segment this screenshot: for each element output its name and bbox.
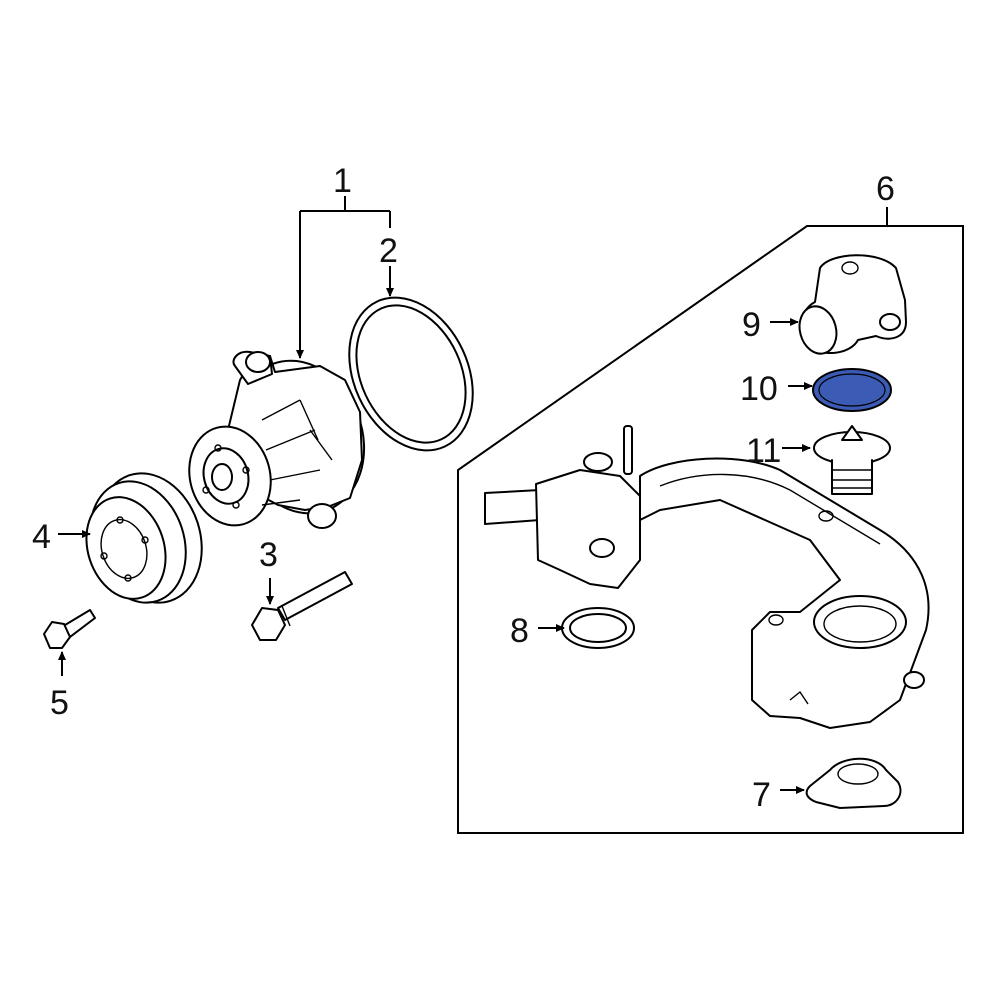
callout-11: 11 <box>746 432 781 470</box>
assembly-6-box <box>457 225 964 834</box>
part-3-bolt <box>251 571 353 641</box>
part-11-thermostat <box>813 425 891 495</box>
callout-2: 2 <box>379 232 398 270</box>
part-2-gasket <box>348 266 474 452</box>
callout-9: 9 <box>742 306 761 344</box>
part-9-thermostat-housing <box>798 254 907 355</box>
part-7-gasket <box>805 757 902 809</box>
part-1-water-pump <box>188 350 366 529</box>
callout-4: 4 <box>32 518 51 556</box>
callout-1: 1 <box>333 162 352 200</box>
callout-7: 7 <box>752 776 771 814</box>
callout-3: 3 <box>259 536 278 574</box>
callout-10: 10 <box>740 370 778 408</box>
part-6-coolant-outlet <box>484 425 930 729</box>
part-5-bolt <box>43 609 96 649</box>
part-4-pulley <box>85 472 203 604</box>
callout-5: 5 <box>50 684 69 722</box>
callout-8: 8 <box>510 612 529 650</box>
part-8-seal-ring <box>561 607 635 649</box>
part-10-o-ring <box>812 368 892 412</box>
callout-6: 6 <box>876 170 895 208</box>
callout-1-bracket <box>299 196 391 352</box>
